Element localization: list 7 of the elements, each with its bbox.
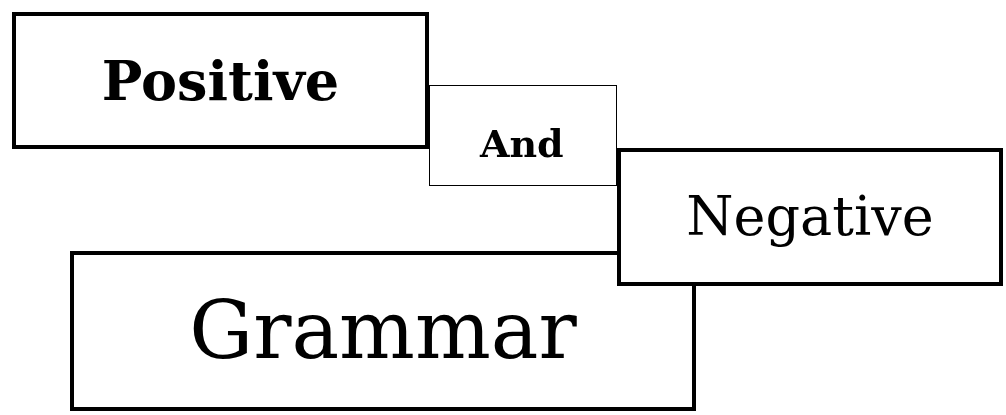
box-label: Grammar bbox=[189, 291, 577, 371]
text-box bbox=[429, 85, 617, 186]
box-label: Positive bbox=[101, 53, 340, 108]
text-box bbox=[70, 251, 696, 411]
box-label: And bbox=[480, 125, 564, 163]
text-box bbox=[12, 12, 429, 149]
text-box bbox=[617, 148, 1003, 286]
